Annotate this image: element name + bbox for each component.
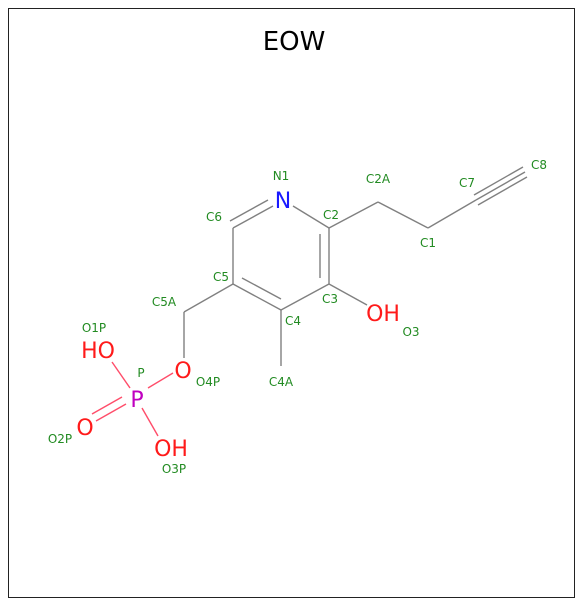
bond-c3-c4 — [280, 283, 330, 311]
atom-label-c8: C8 — [531, 158, 547, 172]
atom-label-o3: O3 — [402, 325, 419, 339]
atom-label-c1: C1 — [420, 236, 436, 250]
atom-label-c3: C3 — [322, 292, 338, 306]
bond-n1-c6-double — [229, 199, 269, 222]
hydroxyl-o3p-symbol: OH — [154, 437, 188, 462]
bond-c1-c7 — [427, 199, 477, 229]
atom-label-c6: C6 — [206, 210, 222, 224]
bond-c2-c2a — [328, 201, 379, 229]
bond-p-o1p — [111, 361, 131, 389]
bond-c4-c5 — [232, 283, 282, 311]
bond-c2a-c1 — [377, 201, 429, 229]
bond-n1-c2 — [292, 205, 330, 229]
oxygen-o4p-symbol: O — [174, 359, 191, 384]
molecule-title: EOW — [263, 27, 326, 57]
atom-label-c2a: C2A — [366, 172, 391, 186]
bond-p-o2p — [95, 403, 127, 422]
bond-c4-c5-double — [241, 277, 282, 300]
bonds — [91, 166, 528, 437]
atom-label-c4a: C4A — [269, 375, 294, 389]
atom-label-n1: N1 — [273, 169, 290, 183]
bond-c7-c8-triple-b — [477, 176, 528, 206]
atom-label-p: P — [137, 366, 144, 380]
molecule-frame — [8, 8, 575, 598]
bond-n1-c6 — [232, 205, 274, 229]
atom-label-c2: C2 — [323, 208, 339, 222]
bond-c7-c8-triple-a — [473, 166, 524, 196]
bond-c5-c5a — [183, 283, 234, 313]
atom-label-o1p: O1P — [82, 321, 106, 335]
atom-labels: N1 C2 C3 C4 C5 C6 C2A C1 C7 C8 O3 C4A C5… — [48, 158, 547, 476]
atom-label-c5: C5 — [213, 270, 229, 284]
bond-o4p-p — [147, 372, 174, 389]
hydroxyl-o3-symbol: OH — [366, 302, 400, 327]
atom-label-o4p: O4P — [196, 375, 220, 389]
atom-label-o3p: O3P — [162, 462, 186, 476]
bond-p-o2p-double — [91, 396, 123, 415]
atom-label-o2p: O2P — [48, 432, 72, 446]
phosphorus-symbol: P — [130, 388, 143, 413]
atom-label-c7: C7 — [459, 176, 475, 190]
molecule-diagram: EOW N OH O P — [48, 27, 547, 476]
bond-c7-c8 — [475, 171, 526, 201]
oxygen-o2p-symbol: O — [76, 416, 93, 441]
bond-p-o3p — [141, 407, 159, 437]
nitrogen-symbol: N — [275, 189, 291, 214]
atom-label-c4: C4 — [285, 314, 301, 328]
element-symbols: N OH O P HO O OH — [76, 189, 400, 462]
hydroxyl-o1p-symbol: HO — [81, 339, 115, 364]
bond-c3-o3 — [328, 283, 368, 306]
atom-label-c5a: C5A — [152, 295, 177, 309]
